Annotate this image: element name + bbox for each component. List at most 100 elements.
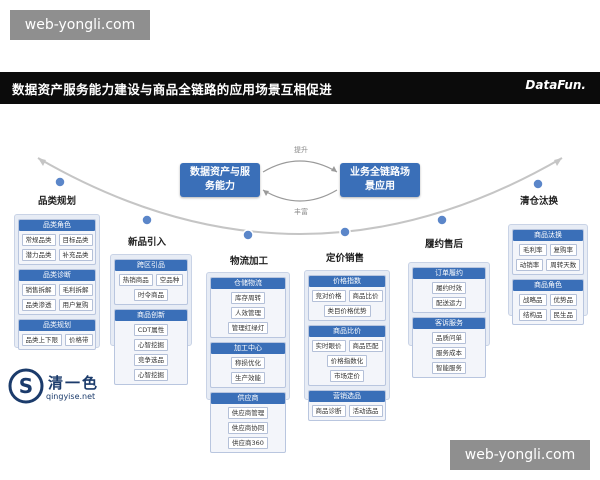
chip: 品类上下限 bbox=[21, 334, 62, 346]
chip: 商品诊断 bbox=[311, 405, 346, 417]
group-card: 商品汰换 毛利率 复购率 动销率 周转天数 bbox=[512, 229, 584, 275]
panel-new-product: 跨区引品 热销商品 空品种 时令商品 商品创新 CDT属性 心智挖掘 竞争选品 … bbox=[110, 254, 192, 385]
arrow-label-down: 丰富 bbox=[294, 208, 308, 216]
panel-clearance: 商品汰换 毛利率 复购率 动销率 周转天数 商品角色 战略品 优势品 结构品 民… bbox=[508, 224, 588, 325]
chip: 毛利拆解 bbox=[58, 284, 93, 296]
chip: 竞对价格 bbox=[311, 290, 346, 302]
qingyise-logo-icon: S bbox=[8, 368, 44, 404]
group-title: 供应商 bbox=[211, 393, 285, 404]
group-title: 品类规划 bbox=[19, 320, 95, 331]
chip: 生产效能 bbox=[231, 372, 265, 384]
stage-label-1: 品类规划 bbox=[38, 196, 77, 207]
stage-label-6: 清仓汰换 bbox=[520, 196, 559, 207]
chip: 实时眼价 bbox=[311, 340, 346, 352]
chip: 空品种 bbox=[155, 274, 184, 286]
group-title: 营销选品 bbox=[309, 391, 385, 402]
chip: 常规品类 bbox=[21, 234, 56, 246]
chip: 民生品 bbox=[549, 309, 577, 321]
group-title: 商品创新 bbox=[115, 310, 187, 321]
chip: 服务成本 bbox=[432, 347, 466, 359]
arrow-label-up: 提升 bbox=[294, 146, 308, 154]
chip: CDT属性 bbox=[133, 324, 169, 336]
group-card: 商品角色 战略品 优势品 结构品 民生品 bbox=[512, 279, 584, 325]
chip: 供应商协同 bbox=[227, 422, 269, 434]
chip: 商品匹配 bbox=[348, 340, 383, 352]
chip: 心智挖掘 bbox=[134, 369, 168, 381]
group-card: 加工中心 称损优化 生产效能 bbox=[210, 342, 286, 388]
group-card: 跨区引品 热销商品 空品种 时令商品 bbox=[114, 259, 188, 305]
panel-pricing: 价格指数 竞对价格 商品比价 类目价格优势 商品比价 实时眼价 商品匹配 价格指… bbox=[304, 270, 390, 421]
chip: 毛利率 bbox=[519, 244, 547, 256]
svg-text:S: S bbox=[19, 374, 33, 398]
group-title: 加工中心 bbox=[211, 343, 285, 354]
chip: 品类渗透 bbox=[21, 299, 56, 311]
chip: 复购率 bbox=[549, 244, 577, 256]
group-title: 品类角色 bbox=[19, 220, 95, 231]
panel-fulfillment: 订单履约 履约时效 配送运力 客诉服务 品质问单 服务成本 智能服务 bbox=[408, 262, 490, 378]
chip: 价格带 bbox=[65, 334, 93, 346]
stage-dot-4 bbox=[339, 226, 351, 238]
chip: 类目价格优势 bbox=[323, 305, 371, 317]
chip: 用户复购 bbox=[58, 299, 93, 311]
business-chain-box: 业务全链路场景应用 bbox=[340, 163, 420, 197]
chip: 竞争选品 bbox=[134, 354, 168, 366]
group-title: 仓储物流 bbox=[211, 278, 285, 289]
chip: 心智挖掘 bbox=[134, 339, 168, 351]
brand-name: 清一色 bbox=[48, 374, 100, 392]
chip: 市场定价 bbox=[330, 370, 364, 382]
group-card: 品类角色 常规品类 目标品类 潜力品类 补充品类 bbox=[18, 219, 96, 265]
group-card: 客诉服务 品质问单 服务成本 智能服务 bbox=[412, 317, 486, 378]
chip: 活动选品 bbox=[348, 405, 383, 417]
chip: 称损优化 bbox=[231, 357, 265, 369]
chip: 库存周转 bbox=[231, 292, 265, 304]
chip: 结构品 bbox=[519, 309, 547, 321]
group-card: 营销选品 商品诊断 活动选品 bbox=[308, 390, 386, 421]
datafun-logo: DataFun. bbox=[525, 78, 586, 92]
chip: 商品比价 bbox=[348, 290, 383, 302]
stage-label-4: 定价销售 bbox=[326, 253, 365, 264]
chip: 时令商品 bbox=[134, 289, 168, 301]
stage-dot-5 bbox=[436, 214, 448, 226]
group-card: 品类诊断 销售拆解 毛利拆解 品类渗透 用户复购 bbox=[18, 269, 96, 315]
chip: 优势品 bbox=[549, 294, 577, 306]
chip: 周转天数 bbox=[546, 259, 581, 271]
group-title: 商品角色 bbox=[513, 280, 583, 291]
chip: 智能服务 bbox=[432, 362, 466, 374]
watermark-top: web-yongli.com bbox=[10, 10, 150, 40]
group-card: 仓储物流 库存周转 人效管理 管理红绿灯 bbox=[210, 277, 286, 338]
header-banner bbox=[0, 72, 600, 104]
process-arc bbox=[37, 157, 563, 241]
chip: 销售拆解 bbox=[21, 284, 56, 296]
group-title: 订单履约 bbox=[413, 268, 485, 279]
group-title: 商品汰换 bbox=[513, 230, 583, 241]
group-title: 商品比价 bbox=[309, 326, 385, 337]
panel-logistics: 仓储物流 库存周转 人效管理 管理红绿灯 加工中心 称损优化 生产效能 供应商 … bbox=[206, 272, 290, 453]
stage-dot-3 bbox=[242, 229, 254, 241]
chip: 供应商360 bbox=[228, 437, 268, 449]
stage-dot-2 bbox=[141, 214, 153, 226]
group-card: 商品比价 实时眼价 商品匹配 价格指数化 市场定价 bbox=[308, 325, 386, 386]
slide-title: 数据资产服务能力建设与商品全链路的应用场景互相促进 bbox=[12, 82, 333, 97]
chip: 管理红绿灯 bbox=[227, 322, 269, 334]
chip: 补充品类 bbox=[58, 249, 93, 261]
stage-label-2: 新品引入 bbox=[128, 237, 167, 248]
group-card: 订单履约 履约时效 配送运力 bbox=[412, 267, 486, 313]
group-card: 品类规划 品类上下限 价格带 bbox=[18, 319, 96, 350]
group-title: 品类诊断 bbox=[19, 270, 95, 281]
group-card: 供应商 供应商管理 供应商协同 供应商360 bbox=[210, 392, 286, 453]
group-card: 商品创新 CDT属性 心智挖掘 竞争选品 心智挖掘 bbox=[114, 309, 188, 385]
chip: 人效管理 bbox=[231, 307, 265, 319]
group-title: 价格指数 bbox=[309, 276, 385, 287]
chip: 战略品 bbox=[519, 294, 547, 306]
stage-dot-6 bbox=[532, 178, 544, 190]
stage-dot-1 bbox=[54, 176, 66, 188]
chip: 目标品类 bbox=[58, 234, 93, 246]
data-asset-box: 数据资产与服务能力 bbox=[180, 163, 260, 197]
chip: 品质问单 bbox=[432, 332, 466, 344]
chip: 履约时效 bbox=[432, 282, 466, 294]
stage-label-5: 履约售后 bbox=[425, 239, 464, 250]
panel-category-planning: 品类角色 常规品类 目标品类 潜力品类 补充品类 品类诊断 销售拆解 毛利拆解 … bbox=[14, 214, 100, 350]
watermark-bottom: web-yongli.com bbox=[450, 440, 590, 470]
chip: 供应商管理 bbox=[227, 407, 269, 419]
group-card: 价格指数 竞对价格 商品比价 类目价格优势 bbox=[308, 275, 386, 321]
